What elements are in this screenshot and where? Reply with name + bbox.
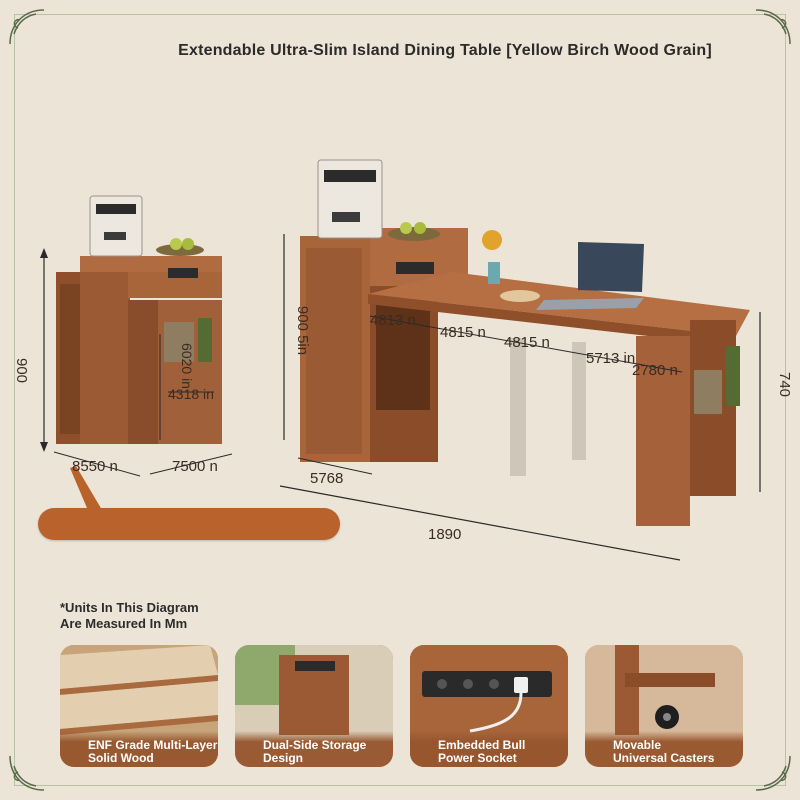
- decorative-frame: [14, 14, 786, 786]
- feature-label-line-1: Dual-Side Storage: [263, 738, 367, 752]
- feature-label-line-2: Power Socket: [438, 751, 517, 765]
- feature-label: ENF Grade Multi-Layer Solid Wood: [60, 731, 218, 767]
- units-note-line-2: Are Measured In Mm: [60, 616, 188, 631]
- right-length-label: 1890: [428, 526, 462, 543]
- feature-label-line-2: Universal Casters: [613, 751, 715, 765]
- right-table-height-label: 740: [776, 371, 794, 398]
- left-inner-height-label: 6020 in: [178, 343, 195, 389]
- feature-card-casters: Movable Universal Casters: [585, 645, 743, 767]
- corner-ornament-icon: [9, 755, 45, 791]
- units-note: *Units In This Diagram Are Measured In M…: [60, 600, 199, 632]
- feature-label: Movable Universal Casters: [585, 731, 743, 767]
- section-1-label: 4813 n: [370, 312, 416, 329]
- feature-card-plywood: ENF Grade Multi-Layer Solid Wood: [60, 645, 218, 767]
- corner-ornament-icon: [755, 755, 791, 791]
- page-title: Extendable Ultra-Slim Island Dining Tabl…: [178, 42, 712, 59]
- left-depth-label: 8550 n: [72, 458, 118, 475]
- left-inner-width-label: 4318 in: [168, 386, 214, 402]
- feature-card-socket: Embedded Bull Power Socket: [410, 645, 568, 767]
- right-height-label: 900 5in: [294, 305, 312, 356]
- feature-label-line-1: ENF Grade Multi-Layer: [88, 738, 218, 752]
- feature-label: Embedded Bull Power Socket: [410, 731, 568, 767]
- feature-card-storage: Dual-Side Storage Design: [235, 645, 393, 767]
- section-3-label: 4815 n: [504, 334, 550, 351]
- feature-label-line-2: Design: [263, 751, 304, 765]
- product-illustration: [40, 159, 761, 561]
- right-depth-label: 5768: [310, 470, 344, 487]
- feature-label: Dual-Side Storage Design: [235, 731, 393, 767]
- feature-label-line-1: Movable: [613, 738, 662, 752]
- corner-ornament-icon: [9, 9, 45, 45]
- units-note-line-1: *Units In This Diagram: [60, 600, 199, 615]
- section-5-label: 2780 n: [632, 362, 678, 379]
- left-height-label: 900: [13, 358, 30, 384]
- section-2-label: 4815 n: [440, 324, 486, 341]
- corner-ornament-icon: [755, 9, 791, 45]
- feature-label-line-1: Embedded Bull: [438, 738, 526, 752]
- left-width-label: 7500 n: [172, 458, 218, 475]
- feature-label-line-2: Solid Wood: [88, 751, 154, 765]
- section-4-label: 5713 in: [586, 350, 636, 367]
- highlight-bar: [38, 508, 340, 540]
